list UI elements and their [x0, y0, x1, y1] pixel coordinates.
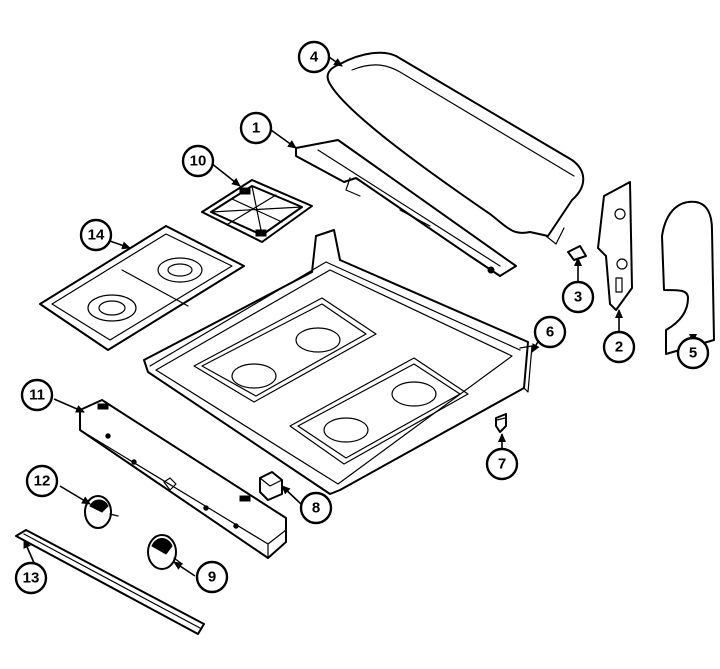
part-end-cap: [661, 200, 715, 355]
callout-label: 2: [615, 339, 623, 356]
callout-3: 3: [561, 280, 595, 314]
callout-2: 2: [602, 330, 636, 364]
callout-label: 13: [23, 570, 40, 587]
part-backguard: [326, 51, 585, 245]
callout-label: 3: [574, 289, 582, 306]
callout-label: 8: [312, 500, 320, 517]
callout-13: 13: [14, 561, 48, 595]
callout-label: 4: [310, 49, 319, 66]
part-screw: [495, 413, 507, 433]
callout-label: 5: [689, 345, 697, 362]
part-side-bracket: [597, 181, 633, 311]
callout-12: 12: [25, 464, 59, 498]
part-burner-grate: [201, 179, 313, 243]
part-knob-left: [84, 495, 119, 529]
callout-6: 6: [533, 315, 567, 349]
callout-7: 7: [485, 447, 519, 481]
part-switch: [259, 471, 283, 501]
callout-5: 5: [676, 336, 710, 370]
callout-label: 1: [252, 120, 260, 137]
callout-1: 1: [239, 111, 273, 145]
callout-9: 9: [195, 560, 229, 594]
callout-label: 7: [498, 456, 506, 473]
callout-10: 10: [181, 144, 215, 178]
callout-11: 11: [20, 378, 54, 412]
callout-label: 12: [34, 473, 51, 490]
part-control-panel: [79, 399, 287, 559]
callout-label: 6: [546, 324, 554, 341]
part-burner-cover: [39, 225, 245, 351]
part-trim-strip: [15, 529, 205, 635]
part-clip: [567, 245, 587, 261]
part-cooktop: [143, 229, 533, 495]
part-rear-bracket: [295, 139, 517, 277]
callout-14: 14: [79, 218, 113, 252]
part-knob-right: [147, 534, 183, 570]
callout-8: 8: [299, 491, 333, 525]
callout-label: 10: [190, 153, 207, 170]
callout-label: 11: [29, 387, 45, 404]
callout-4: 4: [297, 40, 331, 74]
callout-label: 14: [88, 227, 105, 244]
callout-label: 9: [208, 569, 216, 586]
